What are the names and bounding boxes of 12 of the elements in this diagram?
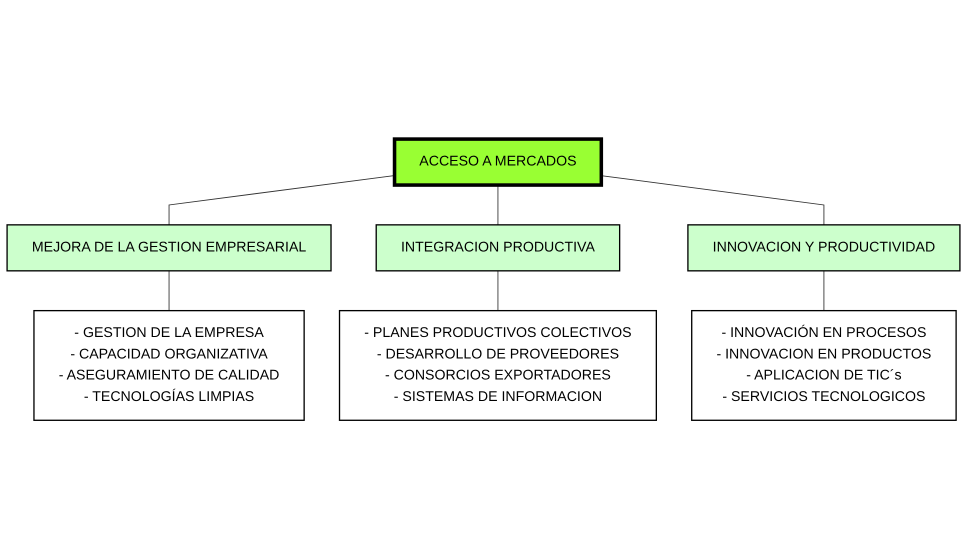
node-box: INNOVACION Y PRODUCTIVIDAD <box>687 224 961 272</box>
connector <box>823 270 824 312</box>
connector <box>168 270 170 312</box>
connector <box>497 270 498 312</box>
node-box: - INNOVACIÓN EN PROCESOS - INNOVACION EN PRODUCTOS - APLICACION DE TIC´s - SERVICIOS TECNOLOGICOS <box>691 310 957 422</box>
connector <box>168 175 395 226</box>
connector <box>497 184 498 226</box>
node-box: - PLANES PRODUCTIVOS COLECTIVOS - DESARROLLO DE PROVEEDORES - CONSORCIOS EXPORTADORES - SISTEMAS DE INFORMACION <box>338 310 657 422</box>
node-box: MEJORA DE LA GESTION EMPRESARIAL <box>6 224 332 272</box>
node-box: INTEGRACION PRODUCTIVA <box>376 224 620 272</box>
node-box: ACCESO A MERCADOS <box>392 138 604 188</box>
node-box: - GESTION DE LA EMPRESA - CAPACIDAD ORGANIZATIVA - ASEGURAMIENTO DE CALIDAD - TECNOLOGÍAS LIMPIAS <box>33 310 305 422</box>
